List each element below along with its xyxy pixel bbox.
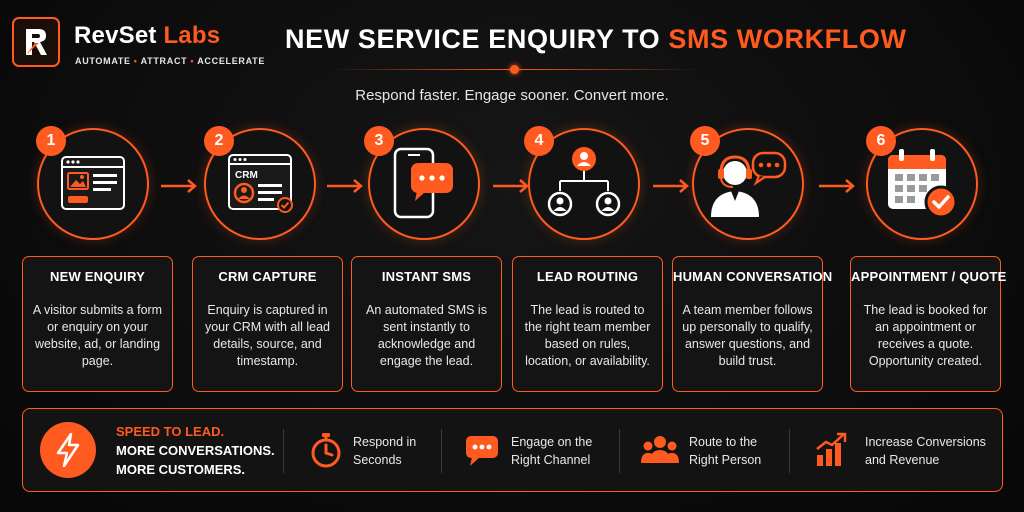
arrow-right-icon (492, 178, 530, 199)
step-2-number: 2 (204, 126, 234, 156)
calendar-check-icon (888, 149, 958, 219)
step-1-number: 1 (36, 126, 66, 156)
stopwatch-icon (309, 431, 343, 474)
step-6-number: 6 (866, 126, 896, 156)
browser-form-icon (61, 156, 125, 210)
arrow-right-icon (818, 178, 856, 199)
title-divider-dot (510, 65, 519, 74)
step-6-card: APPOINTMENT / QUOTE The lead is booked f… (850, 256, 1007, 392)
growth-chart-icon (815, 431, 849, 472)
step-3-card: INSTANT SMS An automated SMS is sent ins… (351, 256, 502, 392)
brand-logo (12, 17, 60, 67)
banner-headline-2: MORE CONVERSATIONS. (116, 443, 275, 458)
smartphone-sms-icon (393, 147, 453, 219)
banner-headline-3: MORE CUSTOMERS. (116, 462, 246, 477)
page-title: NEW SERVICE ENQUIRY TO SMS WORKFLOW (285, 24, 907, 54)
step-2-description: Enquiry is captured in your CRM with all… (204, 303, 331, 368)
step-5-card: HUMAN CONVERSATION A team member follows… (672, 256, 833, 392)
step-4-circle (528, 128, 640, 240)
crm-icon: CRM (228, 154, 293, 213)
banner-divider (283, 429, 284, 473)
step-1-title: NEW ENQUIRY (50, 269, 145, 284)
headset-agent-icon (711, 151, 787, 217)
chat-bubble-icon (465, 435, 499, 472)
team-icon (641, 435, 679, 470)
step-4-card: LEAD ROUTING The lead is routed to the r… (512, 256, 663, 392)
banner-divider (789, 429, 790, 473)
page-subtitle: Respond faster. Engage sooner. Convert m… (355, 87, 669, 104)
arrow-right-icon (326, 178, 364, 199)
step-3-title: INSTANT SMS (381, 269, 472, 284)
step-1-description: A visitor submits a form or enquiry on y… (32, 303, 163, 368)
step-6-description: The lead is booked for an appointment or… (863, 303, 988, 368)
arrow-right-icon (160, 178, 198, 199)
step-1-card: NEW ENQUIRY A visitor submits a form or … (22, 256, 173, 392)
step-4-title: LEAD ROUTING (536, 269, 639, 284)
step-3-number: 3 (364, 126, 394, 156)
brand-name: RevSet Labs (74, 22, 221, 49)
banner-divider (441, 429, 442, 473)
speed-to-lead-banner: SPEED TO LEAD. MORE CONVERSATIONS. MORE … (22, 408, 1003, 492)
step-5-description: A team member follows up personally to q… (682, 303, 813, 368)
step-5-number: 5 (690, 126, 720, 156)
svg-text:CRM: CRM (235, 170, 258, 181)
brand-tagline: AUTOMATE•ATTRACT•ACCELERATE (75, 56, 266, 66)
step-5-title: HUMAN CONVERSATION (673, 269, 833, 284)
step-2-card: CRM CAPTURE Enquiry is captured in your … (192, 256, 343, 392)
lightning-bolt-icon (40, 422, 96, 478)
brand-logo-icon (26, 29, 47, 55)
step-2-title: CRM CAPTURE (218, 269, 317, 284)
lead-routing-icon (547, 147, 621, 217)
step-4-number: 4 (524, 126, 554, 156)
banner-divider (619, 429, 620, 473)
step-1-circle (37, 128, 149, 240)
step-6-title: APPOINTMENT / QUOTE (851, 269, 1007, 284)
banner-headline-1: SPEED TO LEAD. (116, 424, 225, 439)
arrow-right-icon (652, 178, 690, 199)
step-3-description: An automated SMS is sent instantly to ac… (366, 303, 487, 368)
step-4-description: The lead is routed to the right team mem… (524, 303, 651, 368)
